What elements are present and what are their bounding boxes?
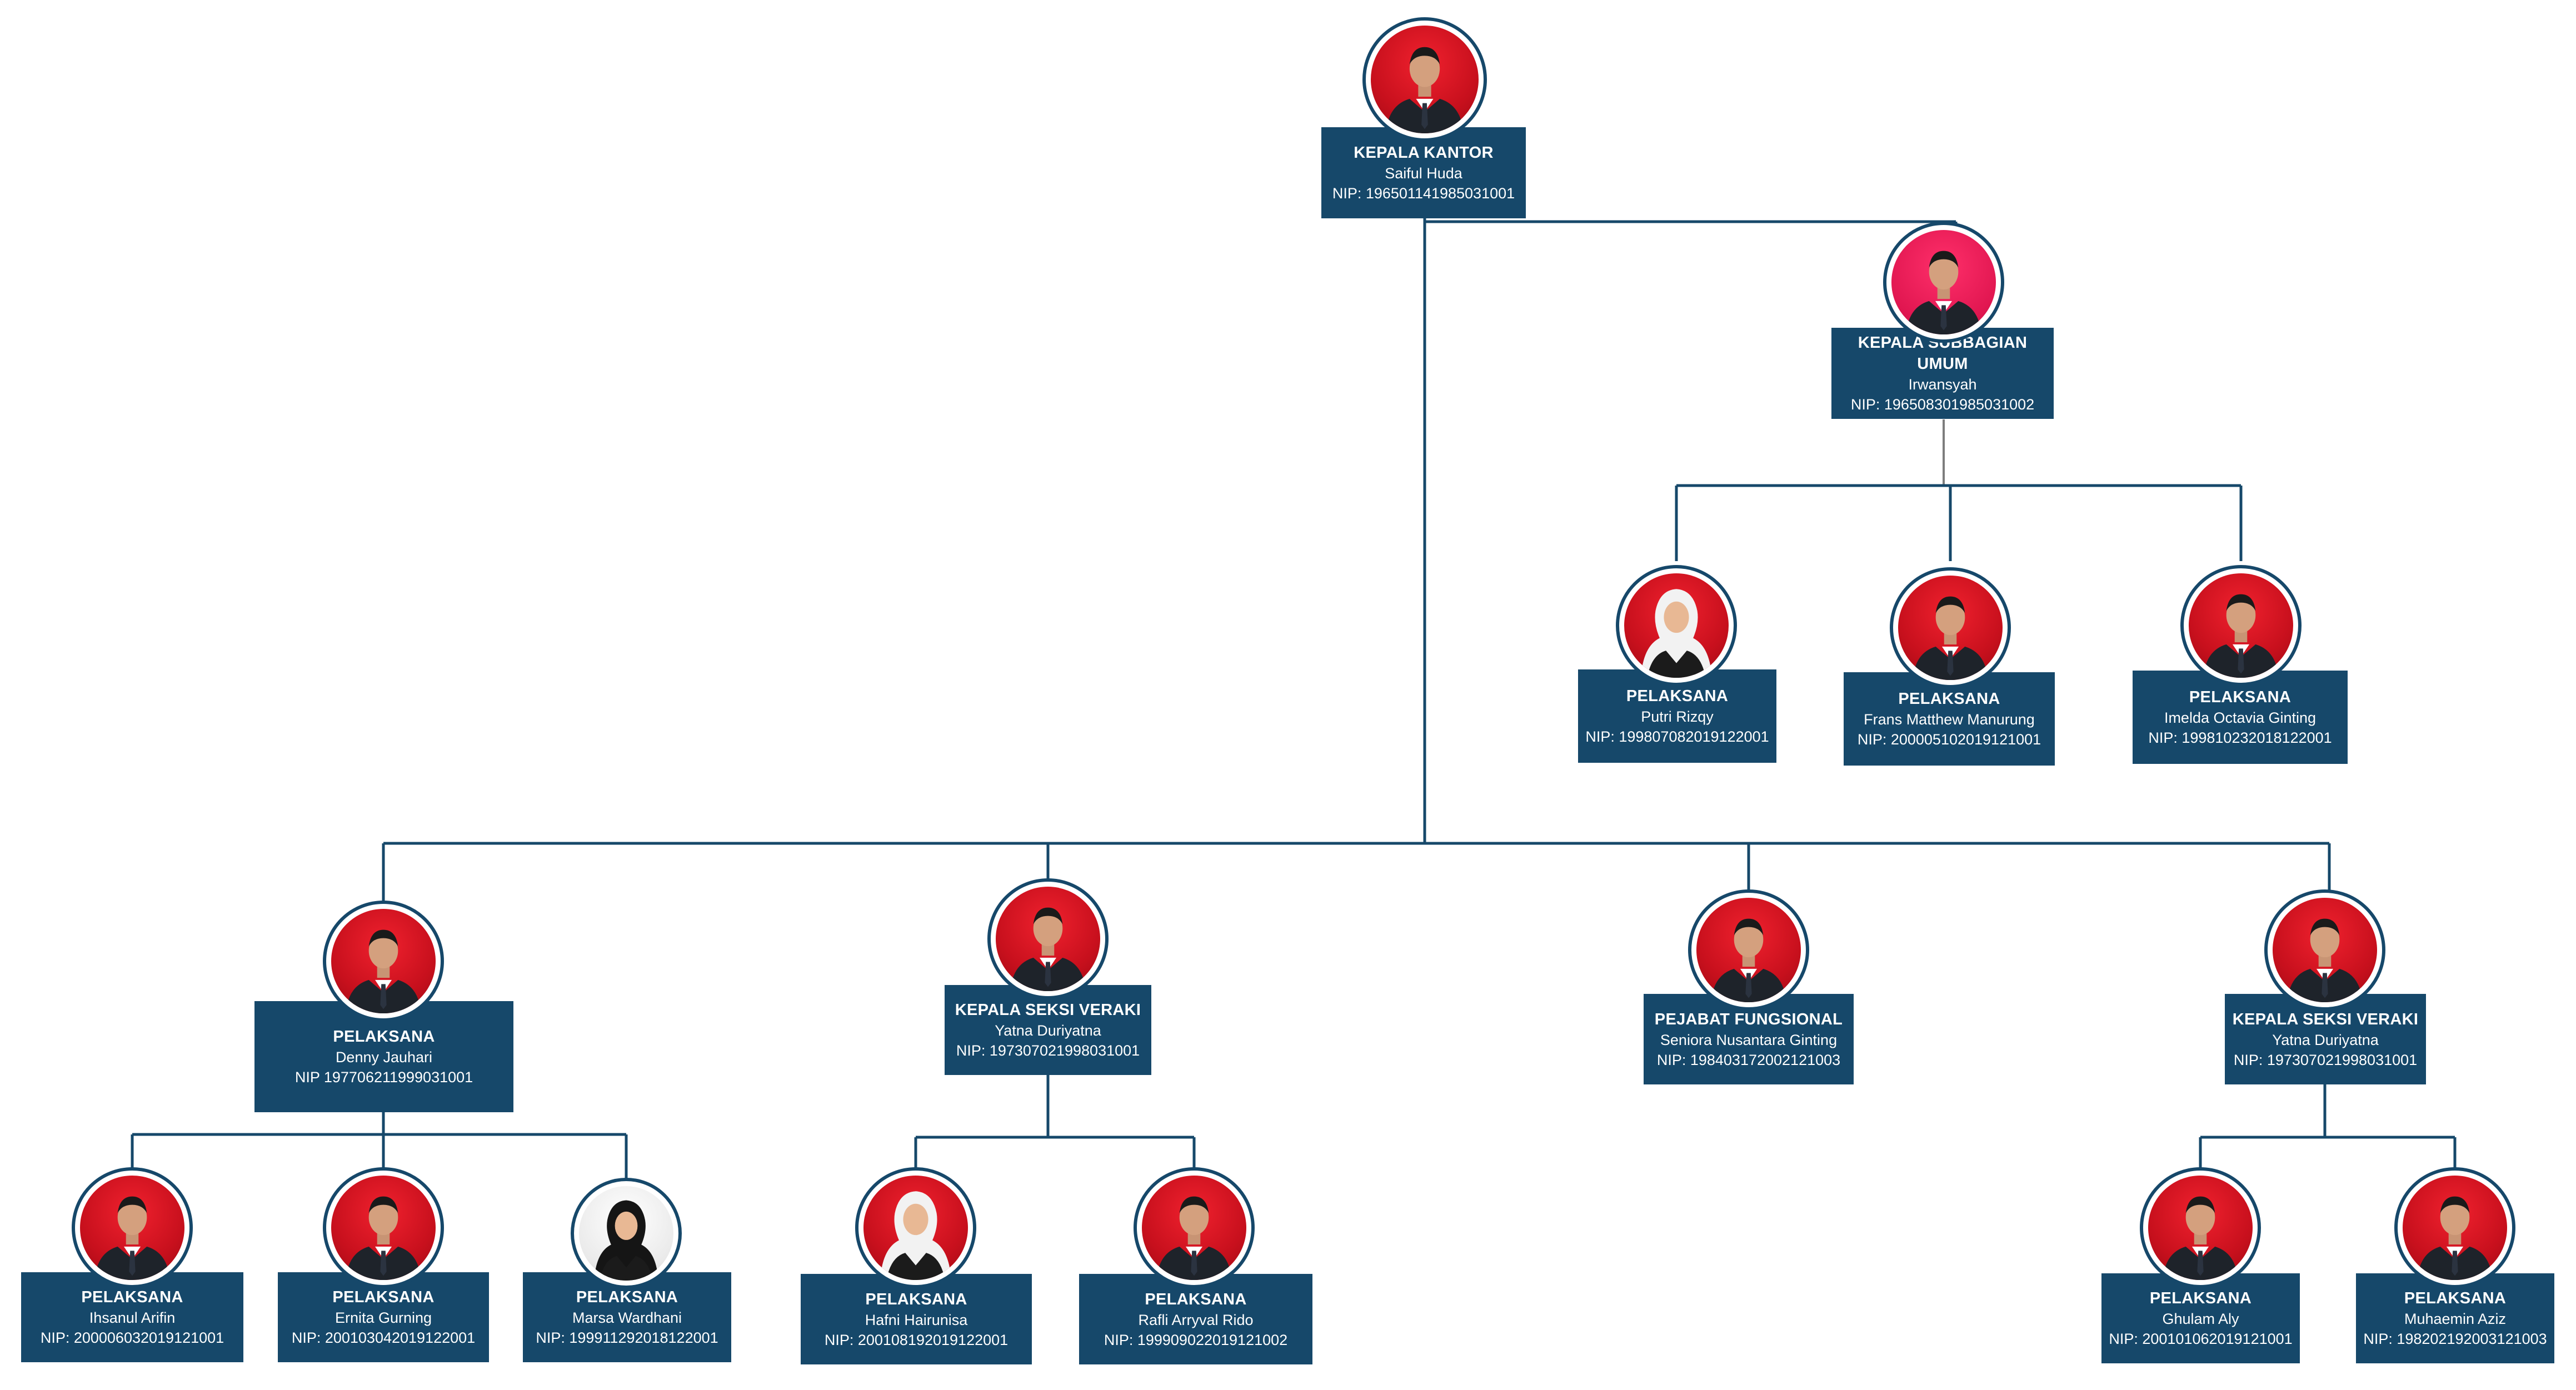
person-silhouette-icon: [1010, 907, 1086, 991]
position-title: PELAKSANA: [2404, 1289, 2507, 1307]
nip-number: NIP: 200005102019121001: [1857, 731, 2041, 748]
nip-number: NIP: 198202192003121003: [2363, 1331, 2547, 1347]
avatar: [1134, 1167, 1255, 1288]
nip-number: NIP 197706211999031001: [294, 1069, 473, 1086]
avatar: [1890, 567, 2011, 688]
nip-number: NIP: 197307021998031001: [956, 1042, 1140, 1059]
position-card: PEJABAT FUNGSIONAL Seniora Nusantara Gint…: [1644, 994, 1854, 1084]
person-silhouette-icon: [2417, 1196, 2493, 1280]
person-silhouette-icon: [1711, 918, 1786, 1002]
position-title: PELAKSANA: [81, 1288, 183, 1306]
nip-number: NIP: 198403172002121003: [1656, 1051, 1841, 1068]
avatar: [1883, 222, 2004, 343]
person-name: Yatna Duriyatna: [2272, 1031, 2379, 1048]
person-silhouette-icon: [1913, 596, 1988, 680]
person-name: Frans Matthew Manurung: [1864, 711, 2035, 728]
person-silhouette-icon: [1156, 1196, 1232, 1280]
person-silhouette-icon: [2287, 918, 2363, 1002]
position-title: KEPALA SEKSI VERAKI: [955, 1001, 1141, 1019]
person-silhouette-icon: [1906, 251, 1981, 334]
person-silhouette-icon: [94, 1196, 170, 1280]
avatar: [571, 1178, 682, 1289]
position-title: PELAKSANA: [1626, 687, 1729, 705]
nip-number: NIP: 200108192019122001: [824, 1331, 1009, 1348]
person-name: Hafni Hairunisa: [865, 1311, 968, 1328]
nip-number: NIP: 200101062019121001: [2109, 1331, 2293, 1347]
nip-number: NIP: 199807082019122001: [1585, 728, 1769, 745]
position-title: PELAKSANA: [333, 1028, 435, 1046]
person-name: Saiful Huda: [1385, 165, 1462, 182]
position-title: PELAKSANA: [2189, 688, 2292, 706]
person-name: Denny Jauhari: [335, 1049, 433, 1066]
position-title: PELAKSANA: [1145, 1290, 1247, 1308]
person-silhouette-icon: [346, 1196, 421, 1280]
nip-number: NIP: 199810232018122001: [2148, 729, 2332, 746]
position-title: PELAKSANA: [332, 1288, 435, 1306]
avatar: [1362, 17, 1487, 142]
avatar: [855, 1167, 976, 1288]
avatar: [2394, 1167, 2515, 1288]
avatar: [2264, 889, 2385, 1011]
avatar: [323, 901, 444, 1022]
person-silhouette-icon: [880, 1191, 951, 1280]
person-name: Marsa Wardhani: [572, 1309, 682, 1326]
person-name: Rafli Arryval Rido: [1138, 1311, 1254, 1328]
person-silhouette-icon: [346, 929, 421, 1013]
nip-number: NIP: 200103042019122001: [291, 1329, 476, 1346]
nip-number: NIP: 200006032019121001: [40, 1329, 224, 1346]
person-name: Putri Rizqy: [1641, 708, 1714, 725]
person-name: Seniora Nusantara Ginting: [1660, 1031, 1838, 1048]
position-title: PELAKSANA: [865, 1290, 967, 1308]
person-silhouette-icon: [594, 1200, 658, 1281]
nip-number: NIP: 196508301985031002: [1850, 396, 2035, 413]
avatar: [1688, 889, 1809, 1011]
position-title: PELAKSANA: [1898, 690, 2000, 708]
person-silhouette-icon: [2203, 594, 2279, 678]
position-title: KEPALA KANTOR: [1354, 144, 1494, 162]
position-title: PEJABAT FUNGSIONAL: [1654, 1010, 1843, 1028]
person-silhouette-icon: [2163, 1196, 2238, 1280]
avatar: [2140, 1167, 2261, 1288]
avatar: [2180, 565, 2302, 686]
position-title: PELAKSANA: [2149, 1289, 2252, 1307]
person-name: Muhaemin Aziz: [2404, 1311, 2507, 1327]
avatar: [323, 1167, 444, 1288]
position-title: PELAKSANA: [576, 1288, 678, 1306]
person-name: Ernita Gurning: [335, 1309, 432, 1326]
nip-number: NIP: 199911292018122001: [536, 1329, 718, 1346]
person-name: Yatna Duriyatna: [995, 1022, 1101, 1039]
person-name: Ghulam Aly: [2162, 1311, 2239, 1327]
person-name: Irwansyah: [1908, 376, 1977, 393]
person-silhouette-icon: [1386, 47, 1464, 133]
person-name: Ihsanul Arifin: [89, 1309, 176, 1326]
nip-number: NIP: 196501141985031001: [1332, 185, 1515, 202]
person-name: Imelda Octavia Ginting: [2164, 709, 2317, 726]
person-silhouette-icon: [1641, 589, 1712, 678]
avatar: [987, 878, 1109, 999]
avatar: [72, 1167, 193, 1288]
position-title: KEPALA SEKSI VERAKI: [2232, 1010, 2419, 1028]
nip-number: NIP: 199909022019121002: [1104, 1331, 1288, 1348]
avatar: [1616, 565, 1737, 686]
nip-number: NIP: 197307021998031001: [2233, 1051, 2418, 1068]
